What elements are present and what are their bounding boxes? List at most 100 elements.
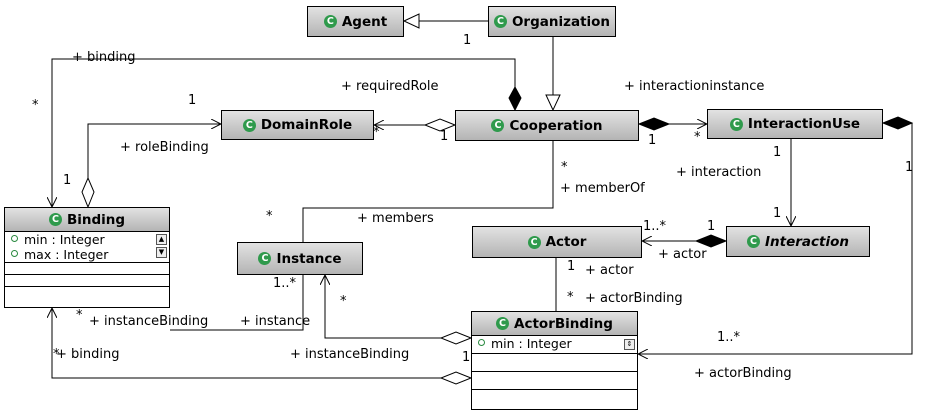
aggregation-diamond: [423, 118, 457, 132]
multiplicity: *: [561, 160, 568, 175]
class-icon: C: [729, 117, 743, 131]
aggregation-diamond: [439, 331, 473, 345]
attribute-row: max : Integer: [5, 247, 169, 262]
multiplicity: *: [340, 294, 347, 309]
class-icon: C: [258, 252, 272, 265]
attribute-compartment[interactable]: min : Integer ⇕: [472, 336, 637, 354]
multiplicity: *: [567, 290, 574, 305]
multiplicity: 1: [773, 145, 782, 160]
class-domainrole[interactable]: C DomainRole: [221, 110, 374, 140]
scroll-up-icon[interactable]: ▲: [156, 234, 167, 245]
multiplicity: *: [76, 308, 83, 323]
class-icon: C: [493, 15, 507, 28]
class-interaction[interactable]: C Interaction: [726, 226, 870, 257]
multiplicity: 1: [463, 33, 472, 48]
attribute-row: min : Integer: [472, 336, 637, 351]
class-name: InteractionUse: [747, 116, 861, 132]
class-icon: C: [242, 118, 256, 132]
class-icon: C: [323, 15, 337, 28]
operation-compartment: [5, 263, 169, 275]
generalization-triangle: [402, 13, 420, 29]
class-actorbinding[interactable]: C ActorBinding min : Integer ⇕: [471, 311, 638, 410]
actorbinding-binding-association: [52, 308, 441, 379]
actorbinding-instance-association: [325, 275, 441, 339]
multiplicity: *: [32, 98, 39, 113]
compartment: [5, 275, 169, 287]
multiplicity: 1: [188, 93, 197, 108]
binding-domainrole-association: [87, 124, 221, 178]
multiplicity: *: [53, 347, 60, 362]
multiplicity: 1: [648, 133, 657, 148]
attribute-row: min : Integer: [5, 232, 169, 247]
class-icon: C: [527, 235, 541, 249]
class-agent[interactable]: C Agent: [307, 6, 404, 37]
binding-instance-association: [170, 275, 304, 331]
compartment: [5, 287, 169, 298]
compartment-scroller[interactable]: ⇕: [624, 339, 635, 352]
role-label: + binding: [56, 347, 120, 362]
multiplicity: 1..*: [717, 330, 741, 345]
composition-diamond: [881, 116, 914, 130]
composition-diamond: [694, 234, 728, 248]
cooperation-instance-association: [302, 141, 554, 242]
role-label: + interactioninstance: [624, 79, 765, 94]
multiplicity: 1..*: [273, 276, 297, 291]
aggregation-diamond: [81, 176, 95, 209]
role-label: + instanceBinding: [290, 347, 410, 362]
attribute-compartment[interactable]: min : Integer max : Integer ▲ ▼: [5, 232, 169, 263]
class-icon: C: [48, 213, 62, 226]
multiplicity: *: [694, 130, 701, 145]
multiplicity: *: [266, 209, 273, 224]
operation-compartment: [472, 354, 637, 372]
role-label: + memberOf: [560, 181, 645, 196]
multiplicity: 1: [905, 160, 914, 175]
visibility-icon: [478, 339, 485, 346]
attribute-text: min : Integer: [491, 336, 572, 351]
compartment: [472, 372, 637, 390]
attribute-text: min : Integer: [24, 232, 105, 247]
class-organization[interactable]: C Organization: [488, 6, 616, 37]
role-label: + instanceBinding: [89, 314, 209, 329]
visibility-icon: [11, 250, 18, 257]
role-label: + actorBinding: [694, 366, 792, 381]
attribute-text: max : Integer: [24, 247, 109, 262]
multiplicity: *: [373, 125, 380, 140]
class-name: Agent: [341, 13, 388, 30]
multiplicity: 1: [773, 206, 782, 221]
role-label: + actor: [658, 247, 707, 262]
class-instance[interactable]: C Instance: [237, 242, 363, 275]
role-label: + requiredRole: [341, 79, 439, 94]
multiplicity: 1..*: [643, 219, 667, 234]
role-label: + roleBinding: [120, 140, 209, 155]
class-name: Cooperation: [509, 117, 603, 134]
class-name: Organization: [511, 13, 611, 30]
class-actor[interactable]: C Actor: [472, 226, 642, 258]
compartment: [472, 390, 637, 407]
class-name: Instance: [276, 250, 342, 267]
interactionuse-actorbinding-association: [638, 123, 913, 354]
role-label: + members: [357, 211, 434, 226]
class-name: DomainRole: [260, 117, 353, 133]
class-icon: C: [747, 235, 760, 248]
class-name: Binding: [66, 211, 126, 228]
compartment-scroller[interactable]: ▲ ▼: [156, 234, 167, 260]
role-label: + actor: [585, 263, 634, 278]
scroll-down-icon[interactable]: ▼: [156, 247, 167, 258]
class-binding[interactable]: C Binding min : Integer max : Integer ▲ ▼: [4, 207, 170, 308]
composition-diamond: [508, 85, 522, 112]
scroll-updown-icon[interactable]: ⇕: [624, 339, 635, 350]
class-interactionuse[interactable]: C InteractionUse: [707, 109, 883, 139]
aggregation-diamond: [439, 371, 473, 385]
class-name: Actor: [545, 234, 587, 250]
multiplicity: 1: [707, 219, 716, 234]
class-icon: C: [496, 317, 510, 330]
multiplicity: 1: [440, 129, 449, 144]
composition-diamond: [637, 117, 671, 131]
multiplicity: 1: [462, 350, 471, 365]
visibility-icon: [11, 235, 18, 242]
class-name: ActorBinding: [514, 315, 613, 332]
cooperation-binding-association: [52, 58, 516, 207]
class-name: Interaction: [765, 233, 849, 250]
